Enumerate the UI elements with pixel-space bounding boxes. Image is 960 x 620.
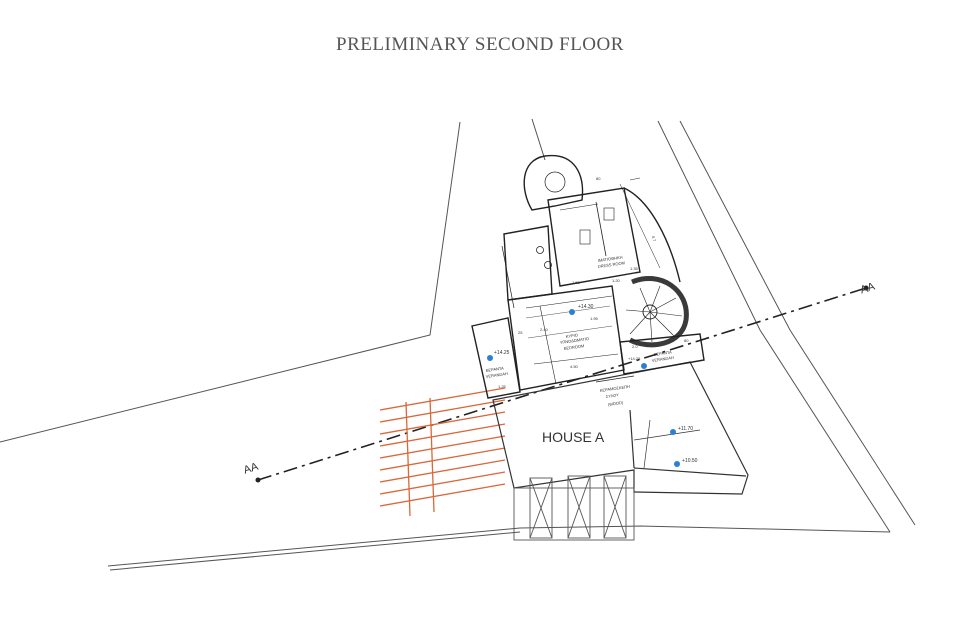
dim-label: 4.50 [570,364,579,369]
dress-room-label-gr: ΙΜΑΤΙΟΘΗΚΗ [597,255,623,263]
veranda-left-label-2: VERANDAH [485,371,508,379]
section-line-aa: AA AA [242,280,877,483]
section-label-left: AA [242,460,260,476]
bedroom-label-en: BEDROOM [563,343,584,351]
svg-text:+11.70: +11.70 [678,426,693,432]
house-a-roof [492,361,749,495]
roof-label-en: (WOOD) [607,400,624,407]
dim-label: 4.7 [651,235,657,242]
veranda-right-label-2: VERANDAH [651,355,674,363]
svg-text:+14.25: +14.25 [494,350,510,356]
veranda-right-label: ΒΕΡΑΝΤΑ [653,349,672,357]
upper-floor [471,154,705,399]
bedroom-label-gr: ΚΥΡΙΟ [565,332,578,339]
room-labels: ΙΜΑΤΙΟΘΗΚΗ DRESS ROOM ΚΥΡΙΟ ΥΠΝΟΔΩΜΑΤΙΟ … [485,255,674,445]
dress-room-label-en: DRESS ROOM [597,260,625,269]
dim-label: 1.95 [590,316,599,321]
dim-label: 2.40 [540,327,549,332]
level-marker-veranda-left: +14.25 [487,350,510,361]
dim-label: 1.25 [498,384,507,389]
veranda-left-label: ΒΕΡΑΝΤΑ [485,365,504,373]
dim-label: 1.20 [612,278,621,283]
plot-boundary [0,118,916,571]
bedroom-label-gr2: ΥΠΝΟΔΩΜΑΤΙΟ [559,336,589,345]
level-marker-roof-right: +11.70 [670,426,693,435]
roof-label-gr2: ΣΥΛΟΥ [605,392,619,399]
roof-label-gr: ΚΕΡΑΜΟΣΚΕΠΗ [599,384,630,393]
house-a-label: HOUSE A [542,429,605,445]
drawing-title: PRELIMINARY SECOND FLOOR [336,34,624,55]
dim-label: 1.55 [572,280,581,285]
section-label-right: AA [859,280,877,296]
level-marker-roof-lower: +10.50 [674,458,698,467]
level-marker-veranda-right: +14.25 [628,356,647,369]
pergola [379,387,506,517]
garage-doors [513,475,635,541]
svg-text:+14.25: +14.25 [628,356,641,361]
dimension-labels: 80 1.55 1.95 2.40 4.50 1.25 1.35 1.20 80… [498,176,689,389]
dim-label: 25 [518,330,523,335]
dim-label: 80 [596,176,601,181]
level-markers: +14.30 +14.25 +14.25 +11.70 +10.50 [487,304,698,467]
level-marker-bedroom: +14.30 [569,304,594,315]
dim-label: 80 [684,338,689,343]
svg-text:+10.50: +10.50 [682,458,698,464]
dim-label: 2.0 [632,344,638,349]
svg-text:+14.30: +14.30 [578,304,594,310]
dim-label: 1.35 [630,266,639,271]
